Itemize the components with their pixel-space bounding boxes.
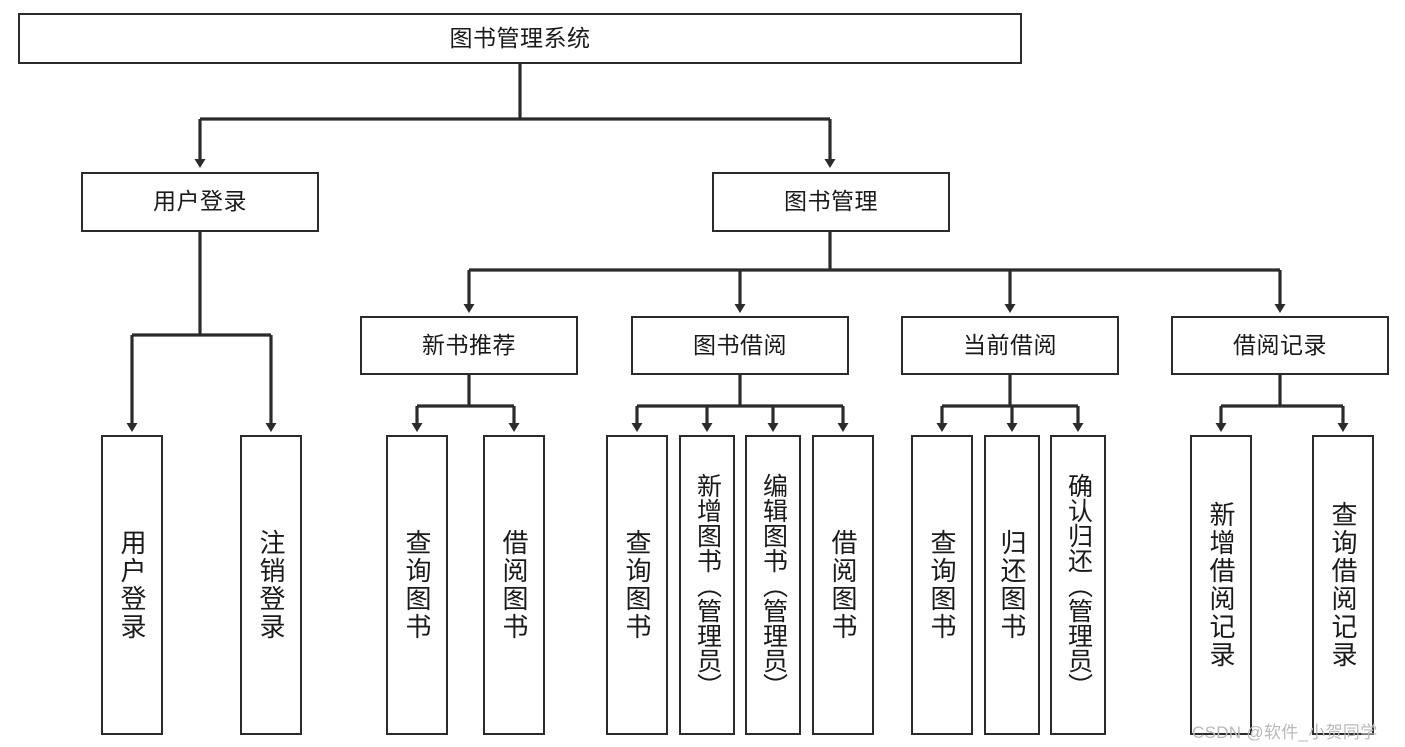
node-leaf-confirm-return[interactable]: 确认归还（管理员） — [1050, 435, 1106, 735]
node-leaf-edit-book[interactable]: 编辑图书（管理员） — [745, 435, 801, 735]
node-leaf-borrow-book-bor[interactable]: 借阅图书 — [812, 435, 874, 735]
node-leaf-add-book[interactable]: 新增图书（管理员） — [679, 435, 735, 735]
node-leaf-borrow-book-rec-label: 借阅图书 — [499, 529, 529, 641]
csdn-watermark: CSDN @软件_小贺同学 — [1192, 723, 1378, 742]
node-leaf-add-record[interactable]: 新增借阅记录 — [1190, 435, 1252, 735]
node-leaf-query-record-label: 查询借阅记录 — [1328, 501, 1358, 669]
node-leaf-query-book-rec-label: 查询图书 — [402, 529, 432, 641]
node-leaf-user-login-label: 用户登录 — [117, 529, 147, 641]
node-leaf-return-book-label: 归还图书 — [997, 529, 1027, 641]
node-book-manage[interactable]: 图书管理 — [712, 172, 950, 232]
node-current-borrow-label: 当前借阅 — [963, 331, 1057, 358]
node-borrow-record[interactable]: 借阅记录 — [1171, 316, 1389, 375]
node-leaf-user-login[interactable]: 用户登录 — [101, 435, 163, 735]
node-leaf-return-book[interactable]: 归还图书 — [984, 435, 1040, 735]
node-leaf-query-book-cur[interactable]: 查询图书 — [911, 435, 973, 735]
node-leaf-add-record-label: 新增借阅记录 — [1206, 501, 1236, 669]
node-leaf-user-logout[interactable]: 注销登录 — [240, 435, 302, 735]
node-leaf-query-book-rec[interactable]: 查询图书 — [386, 435, 448, 735]
node-leaf-borrow-book-rec[interactable]: 借阅图书 — [483, 435, 545, 735]
node-borrow-record-label: 借阅记录 — [1233, 331, 1327, 358]
node-leaf-edit-book-label: 编辑图书（管理员） — [759, 472, 788, 698]
node-new-book-rec-label: 新书推荐 — [422, 331, 516, 358]
node-leaf-confirm-return-label: 确认归还（管理员） — [1064, 472, 1093, 698]
node-leaf-user-logout-label: 注销登录 — [256, 529, 286, 641]
node-leaf-borrow-book-bor-label: 借阅图书 — [828, 529, 858, 641]
node-user-login-label: 用户登录 — [153, 188, 247, 215]
node-new-book-rec[interactable]: 新书推荐 — [360, 316, 578, 375]
node-leaf-query-book-cur-label: 查询图书 — [927, 529, 957, 641]
node-leaf-query-record[interactable]: 查询借阅记录 — [1312, 435, 1374, 735]
node-book-manage-label: 图书管理 — [784, 188, 878, 215]
node-root[interactable]: 图书管理系统 — [18, 13, 1022, 64]
node-leaf-add-book-label: 新增图书（管理员） — [693, 472, 722, 698]
node-user-login[interactable]: 用户登录 — [81, 172, 319, 232]
node-leaf-query-book-bor-label: 查询图书 — [622, 529, 652, 641]
node-book-borrow[interactable]: 图书借阅 — [631, 316, 849, 375]
node-root-label: 图书管理系统 — [449, 24, 591, 51]
node-leaf-query-book-bor[interactable]: 查询图书 — [606, 435, 668, 735]
node-current-borrow[interactable]: 当前借阅 — [901, 316, 1119, 375]
node-book-borrow-label: 图书借阅 — [693, 331, 787, 358]
